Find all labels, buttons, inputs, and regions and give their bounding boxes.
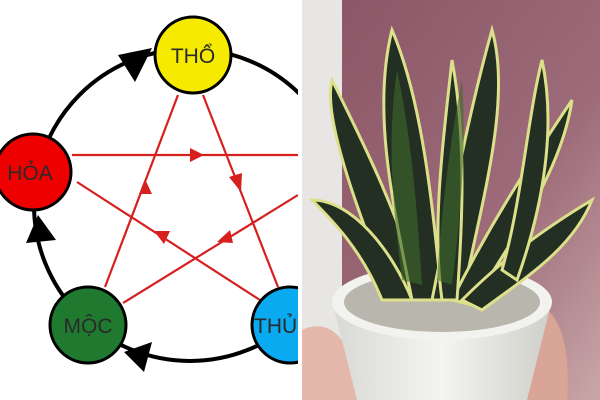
red-arrow-2 (229, 173, 242, 192)
red-arrow-3 (139, 179, 152, 194)
svg-text:THỔ: THỔ (171, 44, 215, 68)
five-elements-diagram: THỔ HỎA MỘC THỦY (0, 0, 298, 400)
svg-text:HỎA: HỎA (7, 161, 53, 185)
line-thuy-hoa (76, 181, 261, 301)
line-kim-moc (122, 194, 298, 304)
red-arrow-4 (154, 231, 170, 244)
node-tho: THỔ (153, 15, 233, 95)
red-arrow-5 (217, 230, 233, 243)
svg-text:THỦY: THỦY (254, 314, 298, 338)
svg-text:MỘC: MỘC (64, 315, 113, 338)
arrow-moc-to-hoa (26, 215, 56, 243)
node-thuy: THỦY (250, 285, 298, 365)
arrow-hoa-to-tho (118, 48, 152, 82)
snake-plant-photo (302, 0, 600, 400)
node-moc: MỘC (48, 285, 128, 365)
node-hoa: HỎA (0, 132, 73, 212)
red-arrow-1 (190, 148, 204, 162)
arrow-thuy-to-moc (124, 342, 152, 372)
